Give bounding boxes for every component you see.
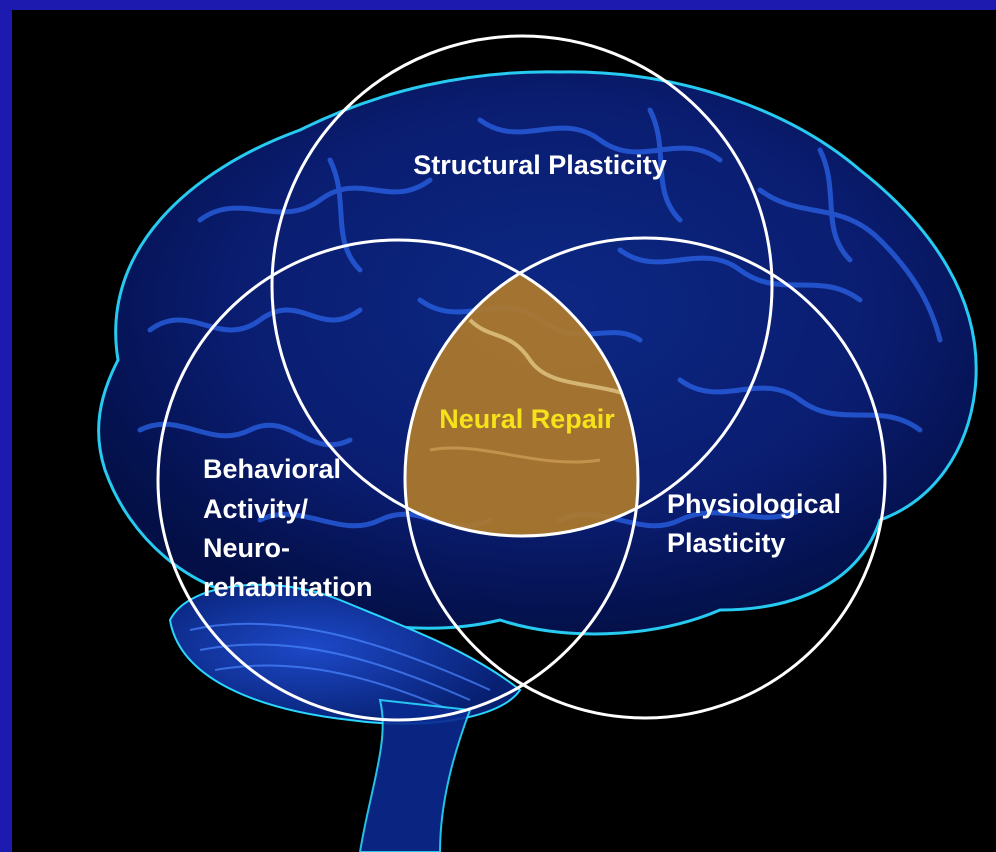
slide-frame: Structural Plasticity Behavioral Activit… — [12, 10, 996, 852]
label-line: Activity/ — [203, 494, 309, 524]
label-structural-plasticity: Structural Plasticity — [413, 150, 667, 180]
label-line: Behavioral — [203, 454, 341, 484]
label-line: Plasticity — [667, 528, 786, 558]
venn-diagram: Structural Plasticity Behavioral Activit… — [12, 10, 996, 852]
label-line: Neuro- — [203, 533, 290, 563]
label-neural-repair: Neural Repair — [439, 404, 615, 434]
label-line: Physiological — [667, 489, 841, 519]
label-line: rehabilitation — [203, 572, 373, 602]
